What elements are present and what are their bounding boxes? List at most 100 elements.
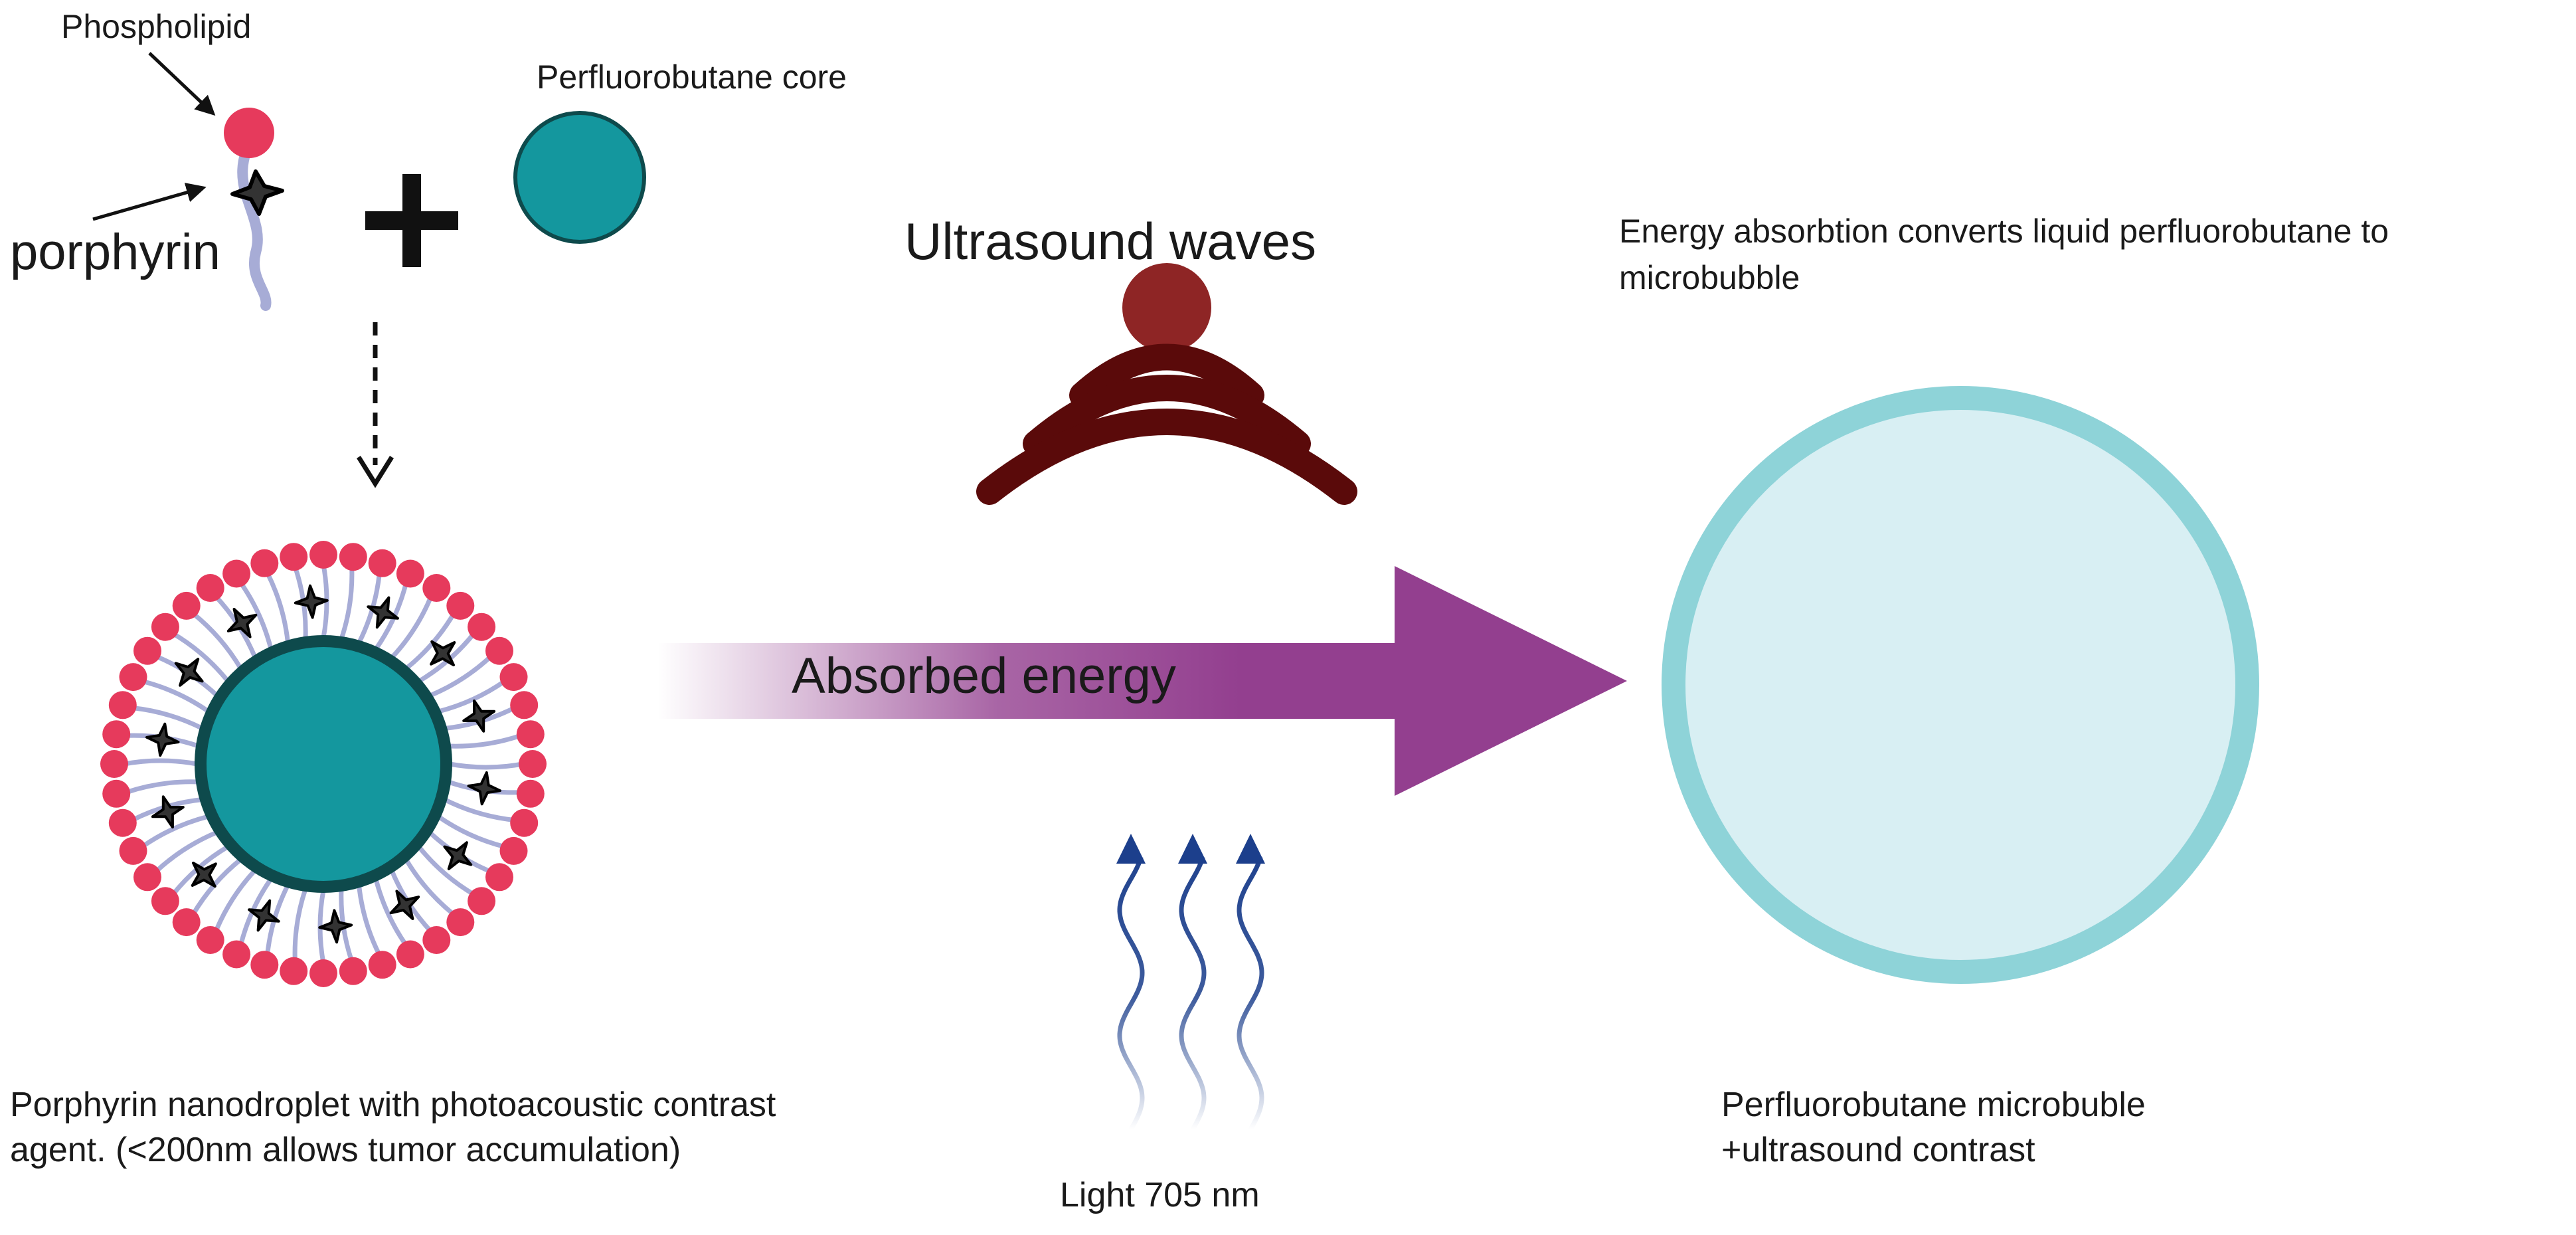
light-wave <box>1117 856 1145 1131</box>
nanodroplet-caption-line2: agent. (<200nm allows tumor accumulation… <box>10 1131 681 1169</box>
phospholipid-head <box>485 636 513 665</box>
phospholipid-head <box>309 959 337 987</box>
phospholipid-head <box>396 559 424 588</box>
porphyrin-star-icon <box>226 608 258 638</box>
phospholipid-head <box>280 543 308 571</box>
porphyrin-pointer <box>92 183 207 221</box>
phospholipid-head <box>368 549 396 577</box>
light-wave-arrowhead <box>1178 834 1207 864</box>
phospholipid-head <box>100 750 128 778</box>
phospholipid-head <box>339 957 367 985</box>
phospholipid-head <box>172 591 201 620</box>
plus-icon <box>365 174 458 267</box>
phospholipid-heads <box>100 541 547 987</box>
phospholipid-head <box>422 926 451 954</box>
light-waves <box>1116 834 1265 1131</box>
perfluorobutane-microbubble <box>1662 386 2259 984</box>
porphyrin-star-icon <box>443 841 473 870</box>
phospholipid-head <box>151 887 179 915</box>
light-wave <box>1237 856 1264 1131</box>
porphyrin-star-icon <box>462 699 496 733</box>
microbubble-caption-line2: +ultrasound contrast <box>1721 1131 2035 1169</box>
lipid-tail <box>237 147 272 311</box>
porphyrin-star-icon <box>248 899 280 932</box>
phospholipid-head <box>339 543 367 571</box>
nanodroplet-caption-line1: Porphyrin nanodroplet with photoacoustic… <box>10 1086 776 1124</box>
lipid-tail <box>141 679 211 713</box>
porphyrin-star-icon <box>430 640 456 666</box>
lipid-tail <box>191 611 243 670</box>
absorbed-energy-arrow <box>657 566 1627 796</box>
lipid-tail <box>171 631 230 683</box>
dashed-down-arrow-icon <box>357 322 394 488</box>
microbubble-caption-line1: Perfluorobutane microbuble <box>1721 1086 2146 1124</box>
phospholipid-pointer <box>148 52 216 116</box>
lipid-tail <box>125 779 199 795</box>
lipid-tail <box>416 845 475 897</box>
phospholipid-head <box>250 951 279 979</box>
phospholipid-head <box>468 887 496 915</box>
ultrasound-source <box>1122 263 1211 352</box>
phospholipid-head <box>510 808 539 837</box>
porphyrin-star-icon <box>151 795 185 829</box>
phospholipid-head <box>422 574 451 602</box>
lipid-tail <box>448 733 522 749</box>
light-wave-arrowhead <box>1116 834 1146 864</box>
light-label: Light 705 nm <box>1060 1176 1260 1214</box>
lipid-tail <box>154 830 218 874</box>
phospholipid-head <box>222 559 251 588</box>
phospholipid-head <box>151 613 179 641</box>
porphyrin-star-icon <box>318 909 353 944</box>
absorbed-energy-label: Absorbed energy <box>792 648 1176 704</box>
porphyrin-star-icon <box>467 771 501 806</box>
lipid-tail <box>339 566 355 640</box>
nanodroplet-core <box>195 635 452 893</box>
lipid-tail <box>437 679 506 714</box>
porphyrin-star-icon <box>145 722 180 757</box>
porphyrin-star-icon <box>389 890 420 920</box>
lipid-tail <box>141 814 210 849</box>
lipid-tail <box>131 706 204 731</box>
phospholipid-head <box>368 951 396 979</box>
phospholipid-head <box>446 908 475 937</box>
phospholipid-head <box>519 750 547 778</box>
lipid-tail <box>357 884 382 957</box>
phospholipid-head <box>133 636 161 665</box>
phospholipid-head <box>102 720 131 749</box>
phospholipid-head <box>196 926 224 954</box>
phospholipid-head <box>499 836 528 865</box>
lipid-tail <box>428 654 493 698</box>
lipid-tail <box>449 761 523 770</box>
lipid-tail <box>265 571 290 644</box>
phospholipid-head <box>499 663 528 692</box>
light-wave <box>1179 856 1207 1131</box>
light-wave-arrowhead <box>1236 834 1265 864</box>
porphyrin-label: porphyrin <box>10 224 220 280</box>
phospholipid-head <box>309 541 337 569</box>
lipid-tail <box>238 581 274 650</box>
phospholipid-molecule <box>224 108 284 311</box>
lipid-tail <box>373 878 408 947</box>
porphyrin-star-icon <box>230 169 284 216</box>
core-label: Perfluorobutane core <box>537 58 847 96</box>
phospholipid-head <box>108 808 137 837</box>
phospholipid-head <box>516 720 545 749</box>
phospholipid-head <box>222 940 251 969</box>
phospholipid-head <box>119 836 147 865</box>
porphyrin-star-icon <box>191 862 217 888</box>
phospholipid-head <box>280 957 308 985</box>
phospholipid-head <box>133 863 161 892</box>
lipid-tail <box>292 888 308 962</box>
energy-conversion-line2: microbubble <box>1619 259 1800 296</box>
phospholipid-head <box>102 779 131 808</box>
phospholipid-head <box>172 908 201 937</box>
phospholipid-head <box>108 691 137 719</box>
phospholipid-head <box>196 574 224 602</box>
phospholipid-head <box>510 691 539 719</box>
perfluorobutane-core <box>513 111 646 244</box>
lipid-tail <box>390 595 434 660</box>
lipid-tail <box>443 797 515 822</box>
lipid-tail <box>436 814 505 849</box>
